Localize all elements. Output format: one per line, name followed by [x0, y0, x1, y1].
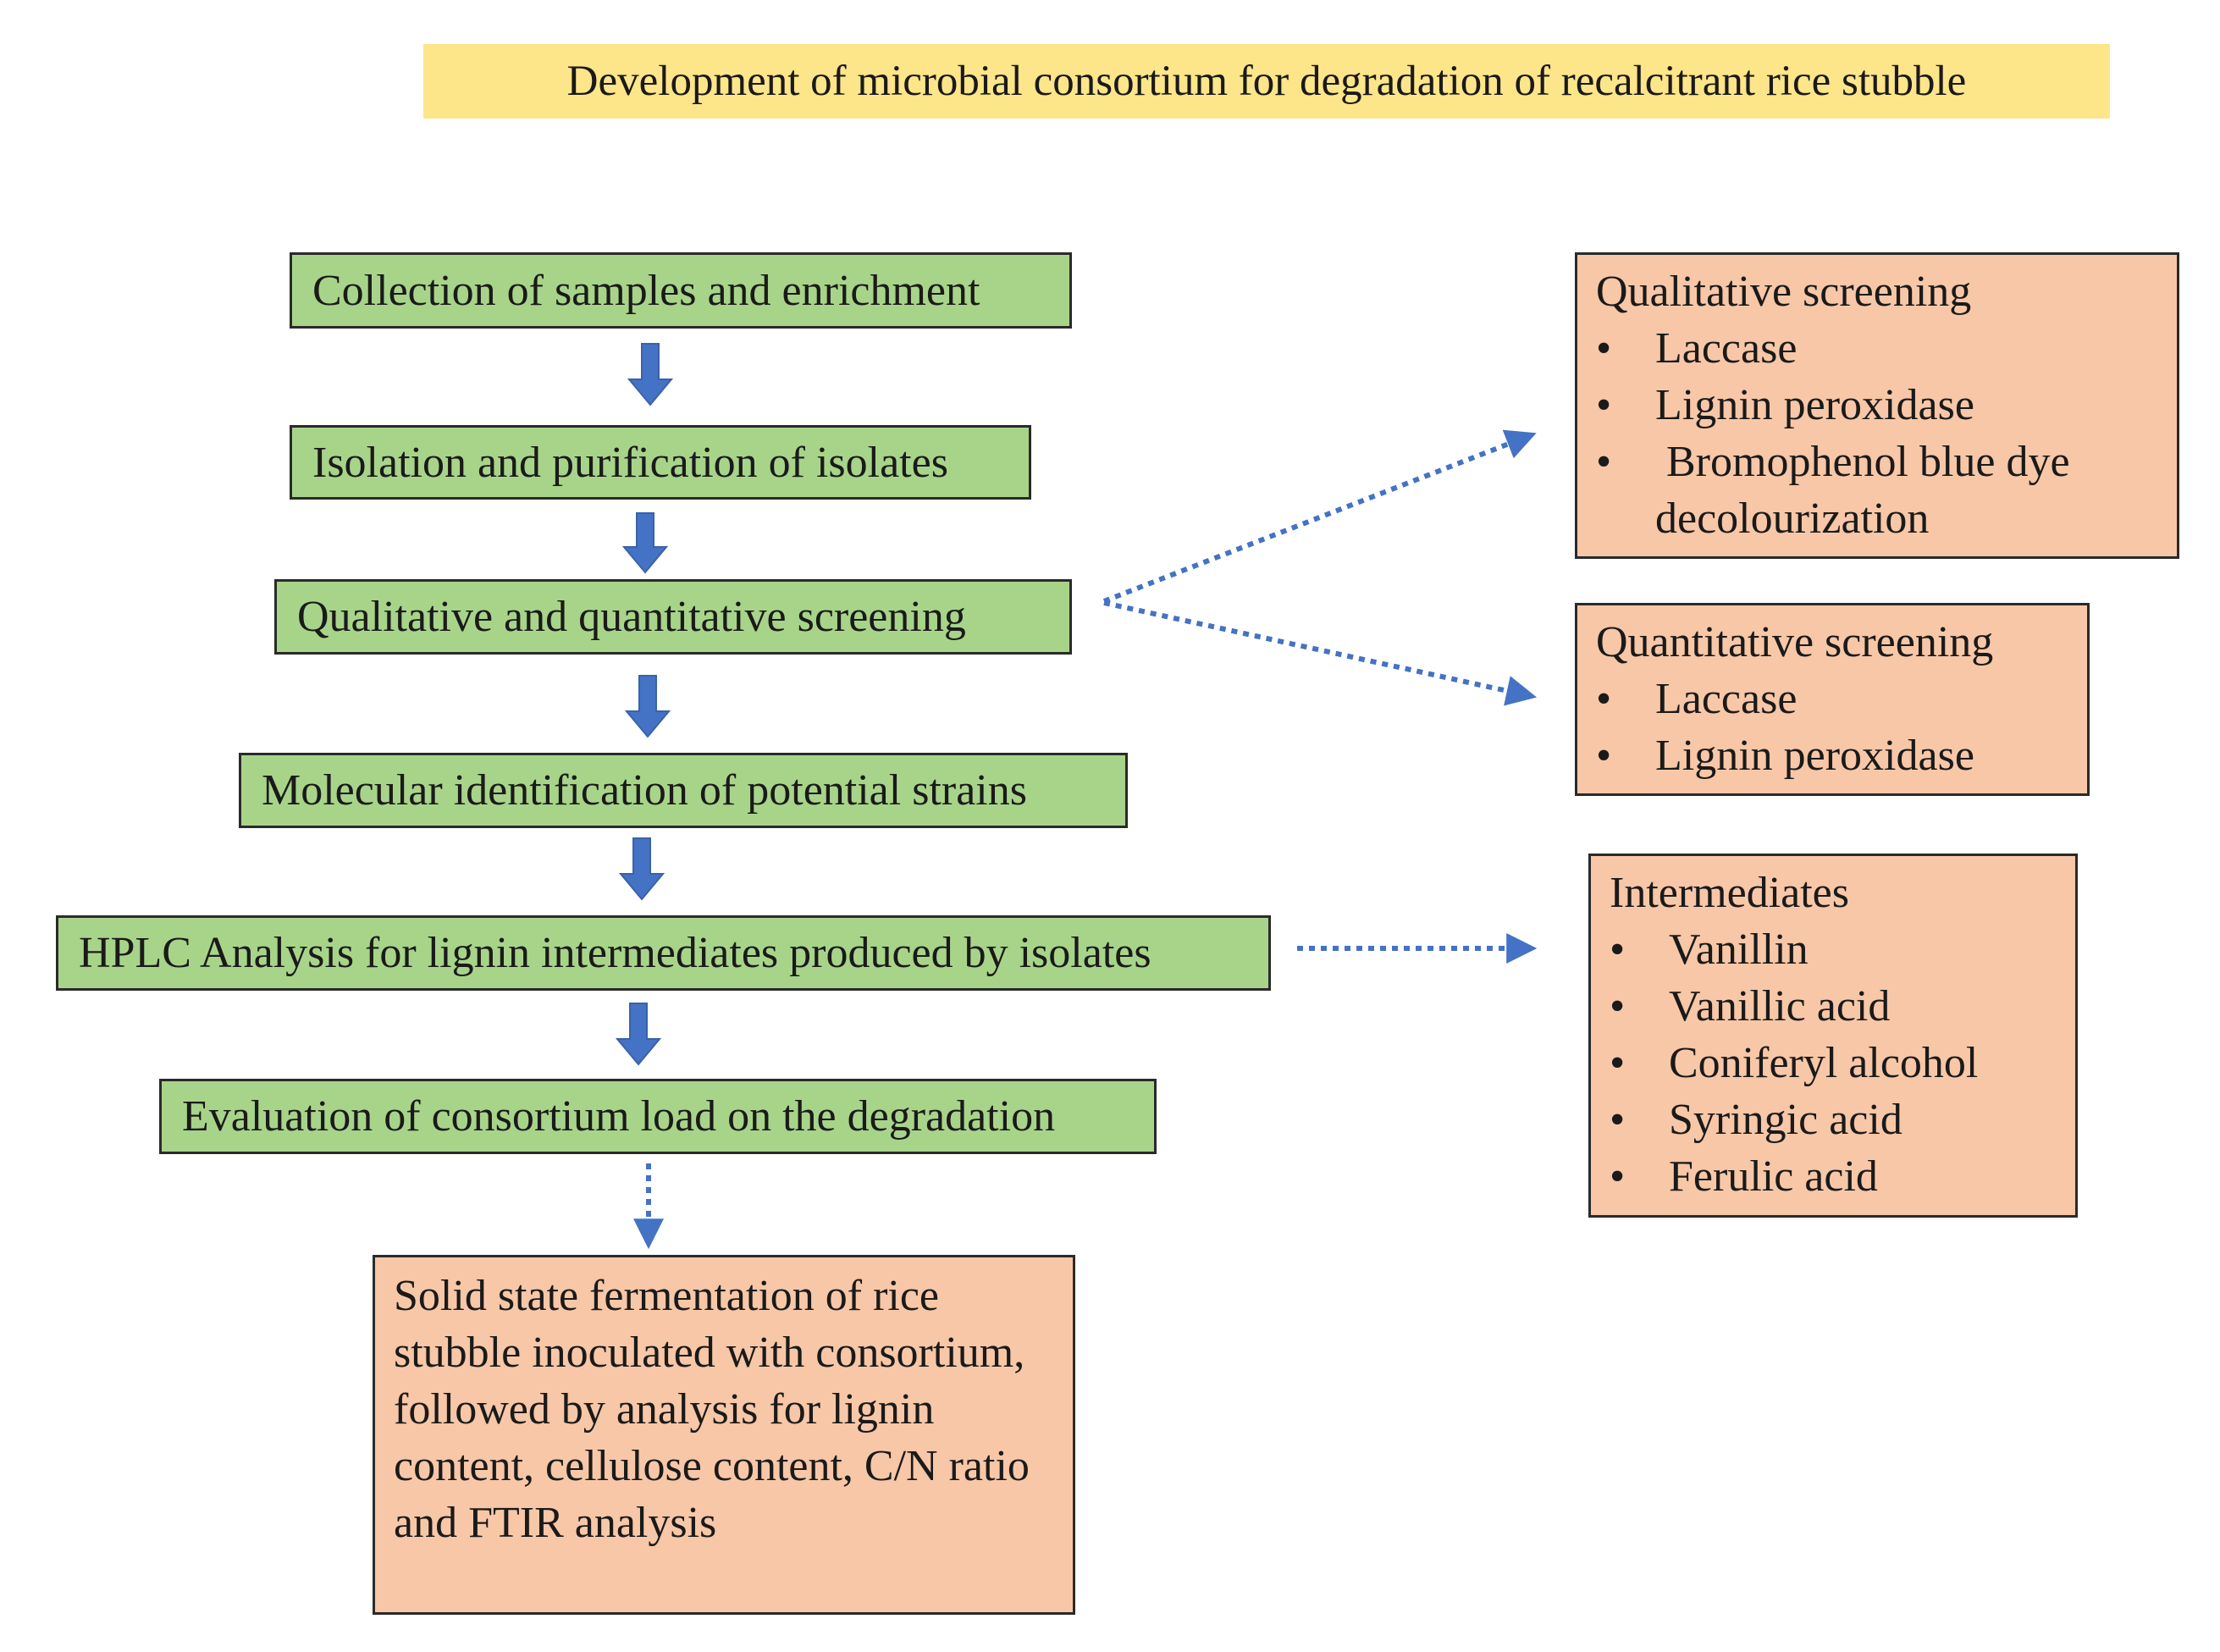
dotted-arrow-to-quantitative — [1103, 600, 1538, 706]
list-item: •Lignin peroxidase — [1596, 377, 2158, 434]
bullet-icon: • — [1596, 732, 1612, 780]
down-arrow-icon — [615, 1003, 662, 1066]
step-screening: Qualitative and quantitative screening — [274, 579, 1072, 655]
step-collection: Collection of samples and enrichment — [290, 252, 1072, 329]
step-label: Collection of samples and enrichment — [312, 266, 980, 315]
intermediates-box: Intermediates •Vanillin •Vanillic acid •… — [1588, 854, 2078, 1218]
bullet-icon: • — [1610, 1152, 1626, 1201]
quantitative-list: •Laccase •Lignin peroxidase — [1596, 671, 2068, 784]
bullet-icon: • — [1610, 1096, 1626, 1144]
down-arrow-icon — [627, 343, 674, 406]
intermediates-heading: Intermediates — [1610, 869, 1849, 917]
bullet-icon: • — [1596, 438, 1612, 486]
quantitative-screening-box: Quantitative screening •Laccase •Lignin … — [1575, 603, 2090, 796]
list-item: •Vanillic acid — [1610, 978, 2057, 1035]
qualitative-screening-box: Qualitative screening •Laccase •Lignin p… — [1575, 252, 2179, 559]
step-label: Evaluation of consortium load on the deg… — [182, 1092, 1056, 1141]
step-consortium-evaluation: Evaluation of consortium load on the deg… — [159, 1079, 1157, 1154]
quantitative-heading: Quantitative screening — [1596, 618, 1994, 666]
step-label: Qualitative and quantitative screening — [297, 593, 966, 641]
list-item: •Coniferyl alcohol — [1610, 1035, 2057, 1091]
final-box-text: Solid state fermentation of rice stubble… — [394, 1272, 1030, 1547]
intermediates-list: •Vanillin •Vanillic acid •Coniferyl alco… — [1610, 921, 2057, 1205]
bullet-icon: • — [1610, 1039, 1626, 1087]
list-item: • Bromophenol blue dye decolourization — [1596, 434, 2158, 547]
down-arrow-icon — [624, 675, 671, 738]
down-arrow-icon — [618, 837, 665, 901]
diagram-title: Development of microbial consortium for … — [566, 58, 1967, 105]
final-ssf-box: Solid state fermentation of rice stubble… — [373, 1255, 1075, 1615]
dotted-arrow-to-qualitative — [1102, 429, 1537, 604]
list-item: •Ferulic acid — [1610, 1148, 2057, 1205]
qualitative-heading: Qualitative screening — [1596, 268, 1972, 316]
bullet-icon: • — [1610, 982, 1626, 1030]
step-molecular-identification: Molecular identification of potential st… — [239, 753, 1128, 828]
list-item: •Laccase — [1596, 671, 2068, 727]
bullet-icon: • — [1596, 381, 1612, 429]
step-isolation: Isolation and purification of isolates — [290, 425, 1031, 500]
bullet-icon: • — [1596, 324, 1612, 373]
list-item: •Vanillin — [1610, 921, 2057, 978]
bullet-icon: • — [1596, 675, 1612, 723]
step-hplc-analysis: HPLC Analysis for lignin intermediates p… — [56, 915, 1271, 991]
title-banner: Development of microbial consortium for … — [423, 44, 2110, 119]
down-arrow-icon — [621, 512, 669, 574]
step-label: HPLC Analysis for lignin intermediates p… — [79, 929, 1151, 977]
qualitative-list: •Laccase •Lignin peroxidase • Bromopheno… — [1596, 320, 2158, 547]
step-label: Molecular identification of potential st… — [262, 766, 1027, 815]
list-item: •Lignin peroxidase — [1596, 727, 2068, 784]
list-item: •Syringic acid — [1610, 1091, 2057, 1148]
step-label: Isolation and purification of isolates — [312, 438, 948, 487]
bullet-icon: • — [1610, 925, 1626, 974]
list-item: •Laccase — [1596, 320, 2158, 377]
